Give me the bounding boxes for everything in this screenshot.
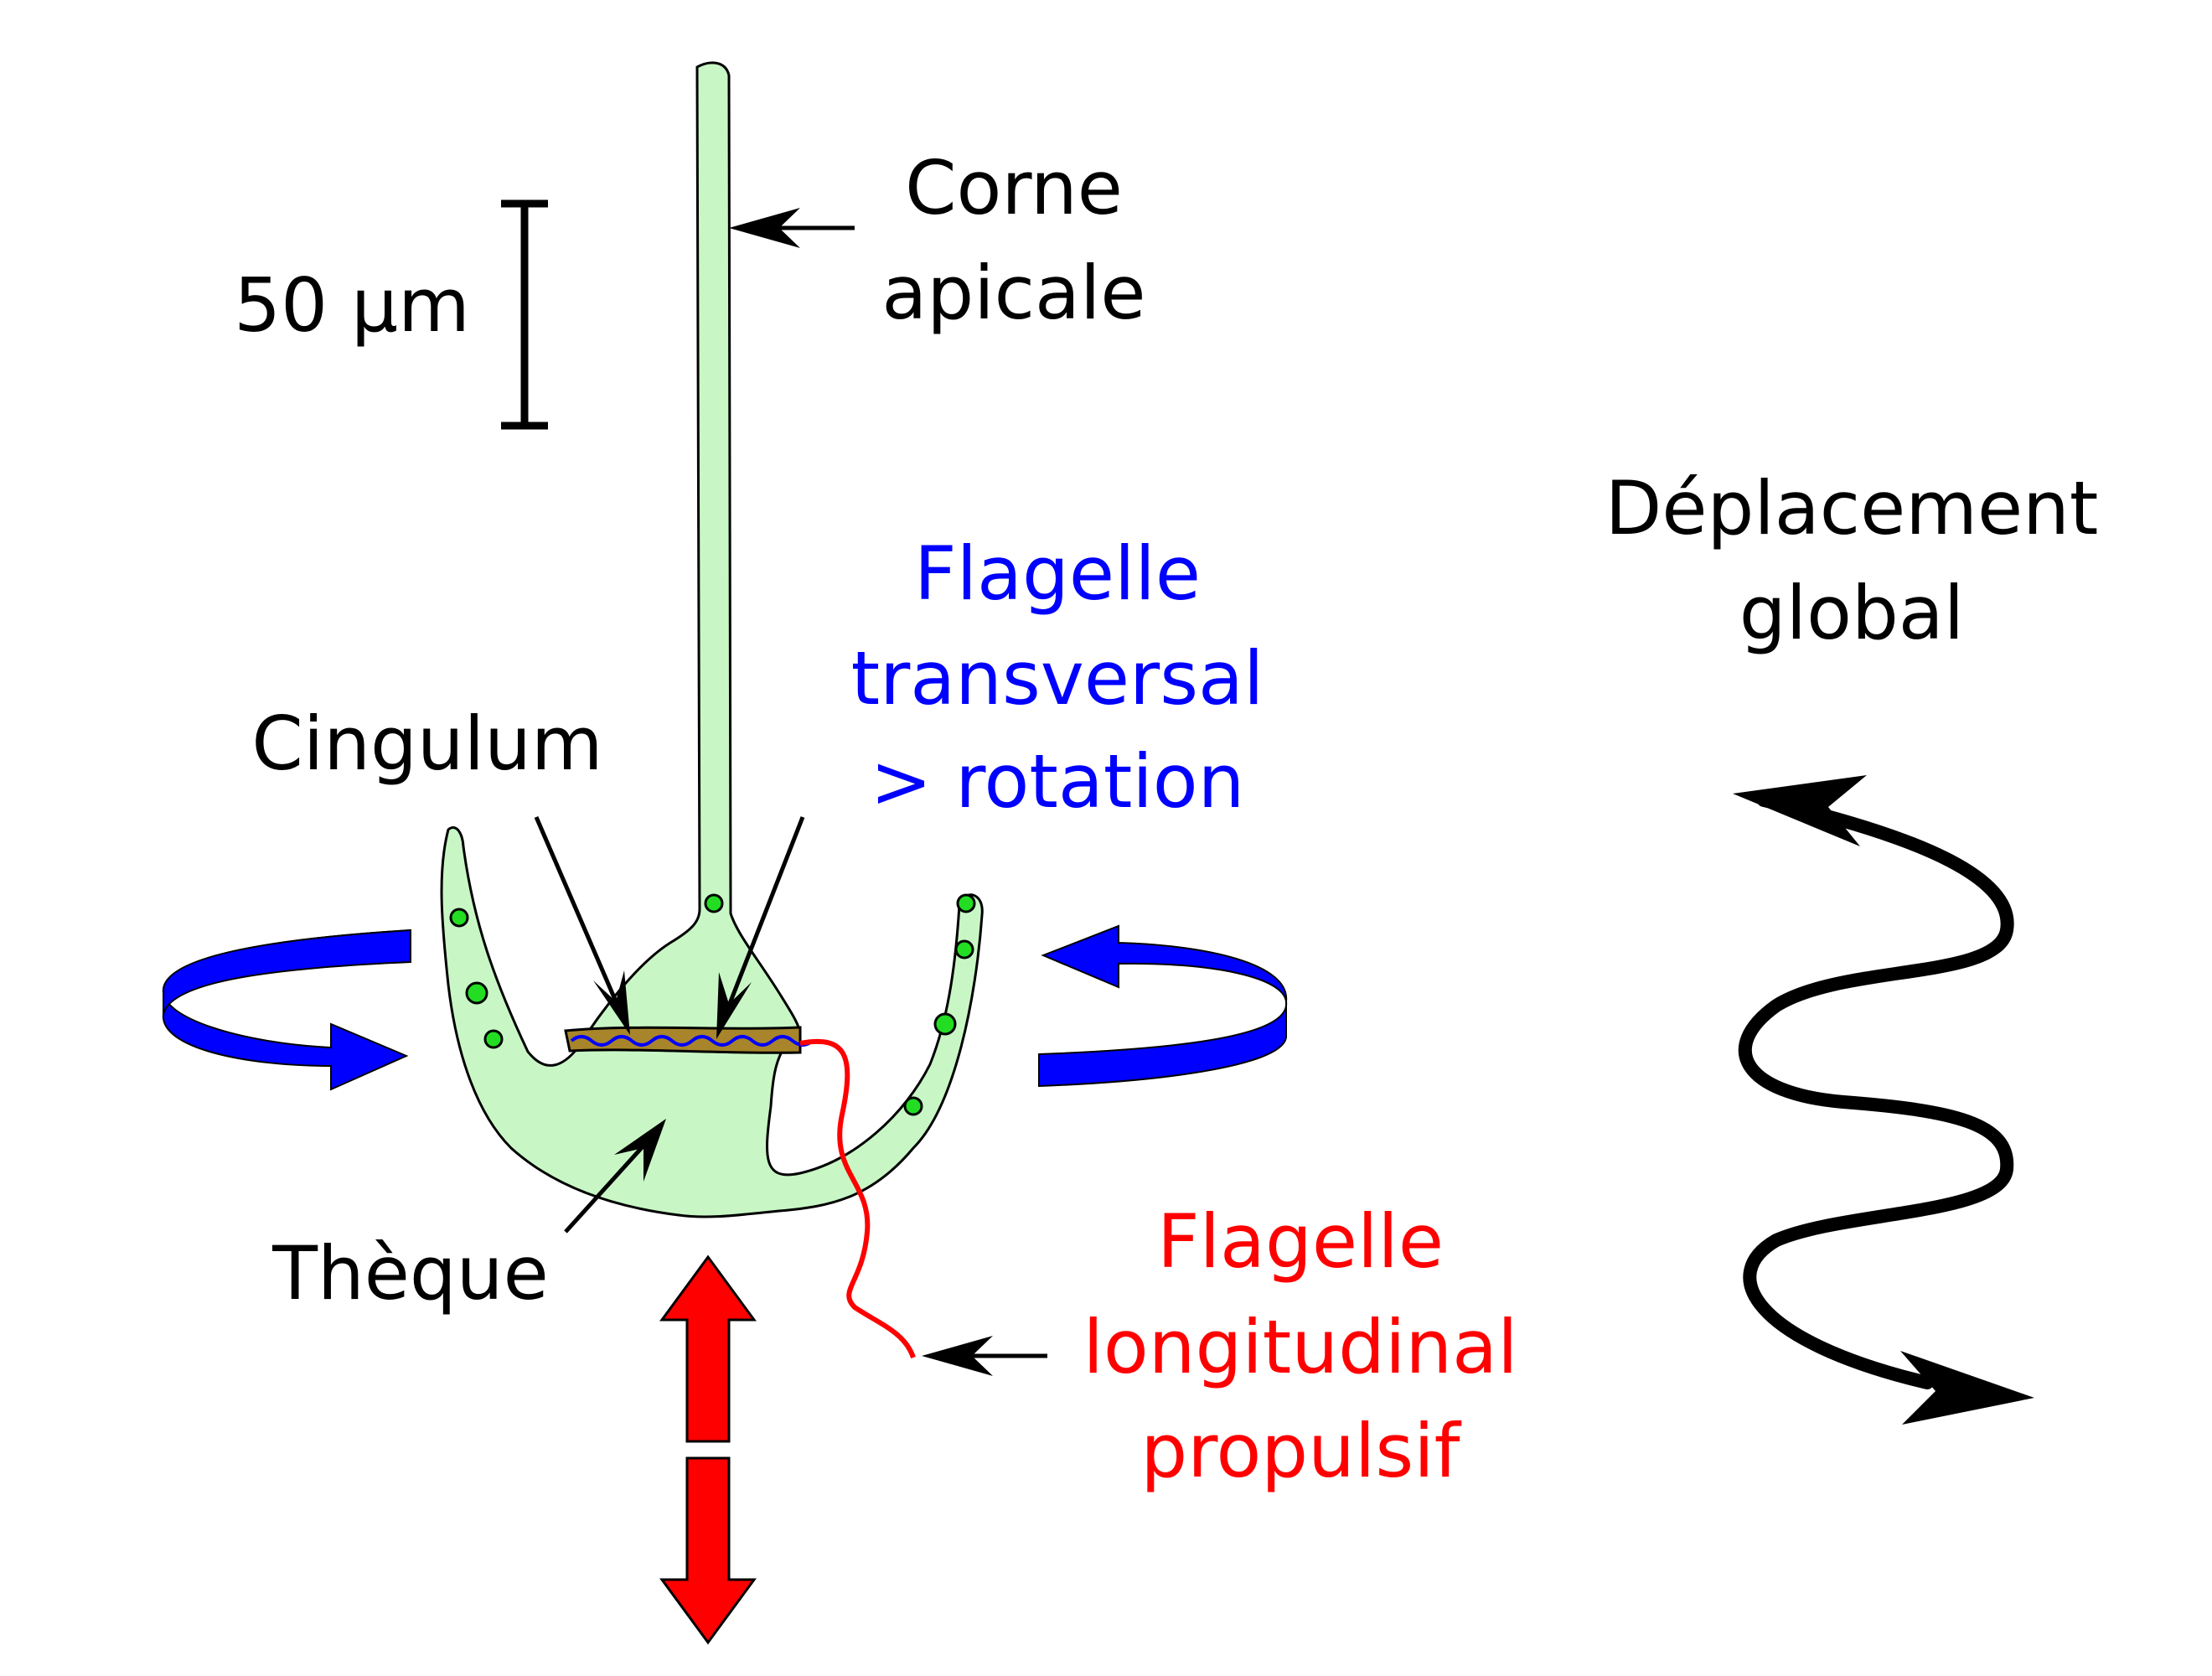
theque-outline: [440, 61, 984, 1218]
organelle-dot: [449, 908, 469, 928]
organelle-dot: [933, 1012, 957, 1036]
rotation-arrow-right: [1038, 924, 1288, 1088]
propulsion-double-arrow: [659, 1254, 757, 1645]
arrowhead-top: [1733, 775, 1867, 846]
organelle-dot: [954, 939, 974, 960]
arrow-down: [659, 1456, 757, 1645]
arrowhead-cingulum-right: [716, 972, 752, 1039]
arrowhead-cingulum-left: [593, 970, 630, 1035]
label-scale-bar: 50 µm: [234, 262, 470, 349]
label-flagelle-longitudinal-line3: propulsif: [1140, 1408, 1461, 1494]
arrow-up: [659, 1254, 757, 1443]
rotation-arrow-left: [162, 929, 411, 1091]
label-corne-line2: apicale: [881, 250, 1145, 336]
label-flagelle-transversal-line1: Flagelle: [914, 530, 1201, 617]
pointer-arrows: [534, 208, 1047, 1376]
organelle-dot: [704, 893, 724, 913]
transverse-flagellum-wave: [570, 1035, 814, 1047]
label-flagelle-longitudinal-line2: longitudinal: [1083, 1304, 1517, 1390]
label-flagelle-transversal-line3: > rotation: [871, 738, 1245, 825]
label-flagelle-transversal-line2: transversal: [851, 635, 1264, 722]
label-cingulum: Cingulum: [251, 701, 602, 787]
organelle-dot: [483, 1029, 504, 1049]
global-displacement-arrow: [1733, 775, 2034, 1425]
label-theque: Thèque: [271, 1230, 548, 1316]
label-deplacement-line1: Déplacement: [1605, 465, 2099, 551]
longitudinal-flagellum: [799, 1038, 916, 1359]
labels: 50 µm Corne apicale Cingulum Thèque Flag…: [234, 145, 2098, 1494]
label-corne-line1: Corne: [905, 145, 1123, 231]
arrowhead-theque: [614, 1119, 666, 1182]
label-flagelle-longitudinal-line1: Flagelle: [1157, 1198, 1444, 1285]
organelle-dot: [465, 981, 488, 1005]
organelle-dot: [956, 893, 976, 913]
cingulum-band: [564, 1026, 814, 1054]
label-deplacement-line2: global: [1739, 570, 1964, 656]
cell-theque: [440, 61, 984, 1218]
arrowhead-bottom: [1900, 1351, 2034, 1425]
arrow-theque: [564, 1142, 647, 1234]
arrow-cingulum-right: [726, 816, 805, 1006]
arrowhead-flagelle-longitudinal: [922, 1336, 993, 1376]
scale-bar: [501, 199, 548, 430]
arrowhead-corne: [729, 208, 800, 248]
arrow-cingulum-left: [534, 816, 618, 1002]
organelle-dots: [449, 893, 976, 1116]
organelle-dot: [903, 1096, 923, 1116]
